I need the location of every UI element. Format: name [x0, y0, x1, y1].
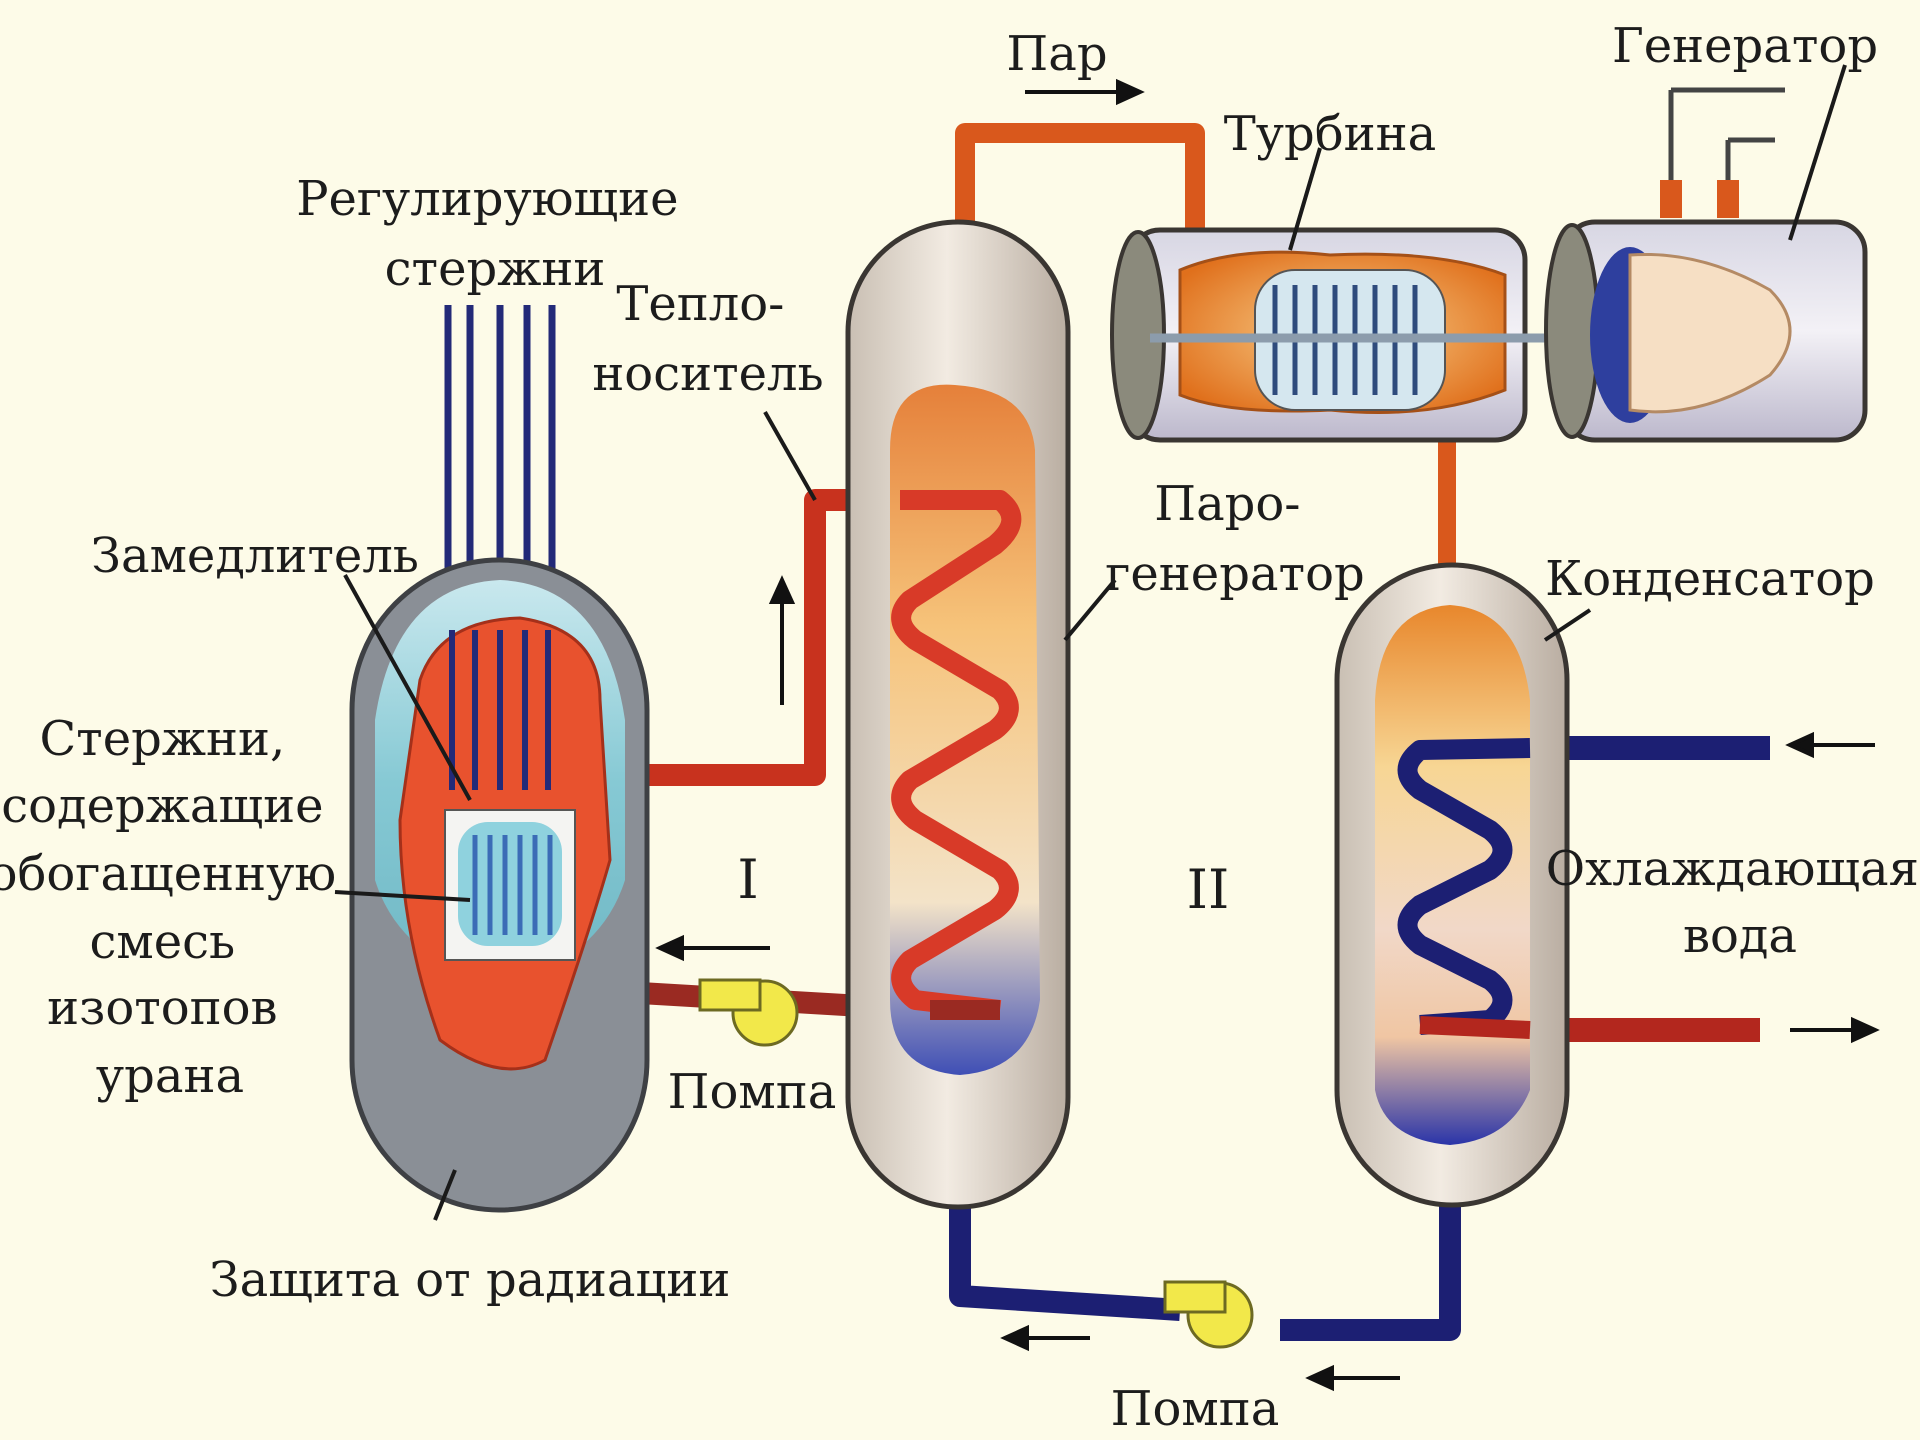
shield-label: Защита от радиации: [210, 1252, 731, 1308]
fuel-rods-label: Стержни, содержащие обогащенную смесь из…: [0, 711, 351, 1104]
steam-generator: [848, 222, 1068, 1207]
cooling-water-label: Охлаждающая вода: [1546, 841, 1920, 964]
moderator-label: Замедлитель: [91, 528, 419, 584]
condenser-label: Конденсатор: [1545, 551, 1875, 607]
generator: [1546, 90, 1865, 440]
primary-pump-label: Помпа: [668, 1064, 837, 1120]
condenser: [1337, 565, 1567, 1205]
circuit-primary-label: I: [737, 848, 758, 911]
secondary-pump-label: Помпа: [1111, 1381, 1280, 1437]
turbine-label: Турбина: [1224, 106, 1436, 162]
steam-label: Пар: [1006, 26, 1107, 82]
steam-pipe: [965, 133, 1195, 240]
generator-label: Генератор: [1612, 18, 1878, 74]
primary-pump: [700, 980, 797, 1045]
steam-generator-label: Паро- генератор: [1105, 476, 1364, 602]
reactor: [352, 305, 647, 1210]
circuit-secondary-label: II: [1187, 858, 1230, 921]
control-rods: [448, 305, 552, 585]
turbine: [1112, 230, 1590, 440]
coolant-label: Тепло- носитель: [592, 276, 823, 402]
